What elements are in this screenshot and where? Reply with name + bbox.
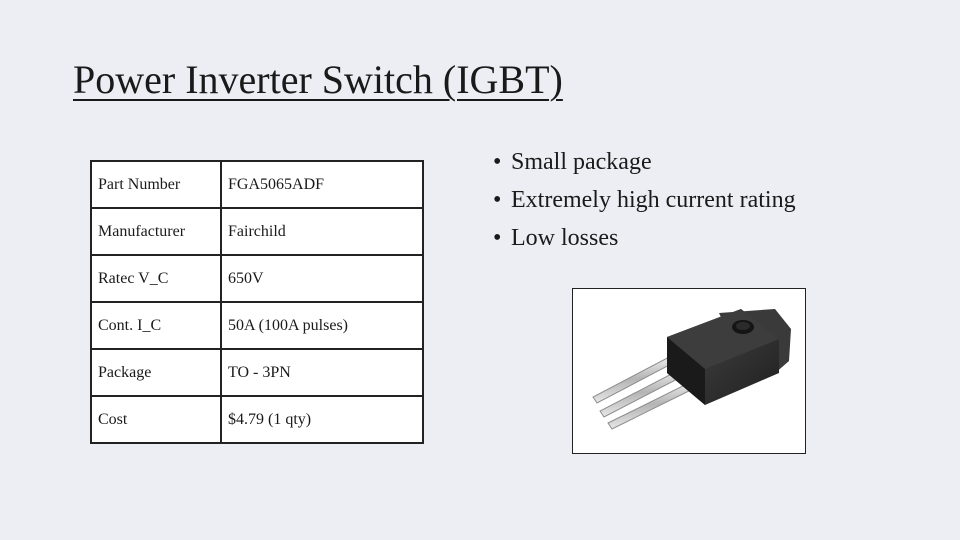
- list-item: • Small package: [493, 143, 796, 181]
- bullet-text: Small package: [511, 149, 652, 175]
- spec-value: 50A (100A pulses): [220, 301, 424, 350]
- spec-value: Fairchild: [220, 207, 424, 256]
- table-row: Ratec V_C 650V: [90, 254, 424, 303]
- spec-label: Cost: [90, 395, 222, 444]
- spec-label: Part Number: [90, 160, 222, 209]
- spec-value: 650V: [220, 254, 424, 303]
- table-row: Manufacturer Fairchild: [90, 207, 424, 256]
- spec-value: TO - 3PN: [220, 348, 424, 397]
- bullet-marker: •: [493, 225, 502, 251]
- bullet-list: • Small package • Extremely high current r…: [493, 143, 796, 257]
- list-item: • Low losses: [493, 219, 796, 257]
- igbt-image: [572, 288, 806, 454]
- spec-value: FGA5065ADF: [220, 160, 424, 209]
- spec-label: Package: [90, 348, 222, 397]
- spec-label: Manufacturer: [90, 207, 222, 256]
- table-row: Part Number FGA5065ADF: [90, 160, 424, 209]
- table-row: Package TO - 3PN: [90, 348, 424, 397]
- bullet-marker: •: [493, 187, 502, 213]
- table-row: Cost $4.79 (1 qty): [90, 395, 424, 444]
- igbt-to3pn-package-icon: [592, 309, 791, 430]
- bullet-text: Extremely high current rating: [511, 187, 796, 213]
- list-item: • Extremely high current rating: [493, 181, 796, 219]
- spec-label: Ratec V_C: [90, 254, 222, 303]
- slide-title: Power Inverter Switch (IGBT): [73, 57, 563, 102]
- spec-label: Cont. I_C: [90, 301, 222, 350]
- bullet-marker: •: [493, 149, 502, 175]
- spec-value: $4.79 (1 qty): [220, 395, 424, 444]
- bullet-text: Low losses: [511, 225, 619, 251]
- table-row: Cont. I_C 50A (100A pulses): [90, 301, 424, 350]
- spec-table: Part Number FGA5065ADF Manufacturer Fair…: [90, 160, 424, 444]
